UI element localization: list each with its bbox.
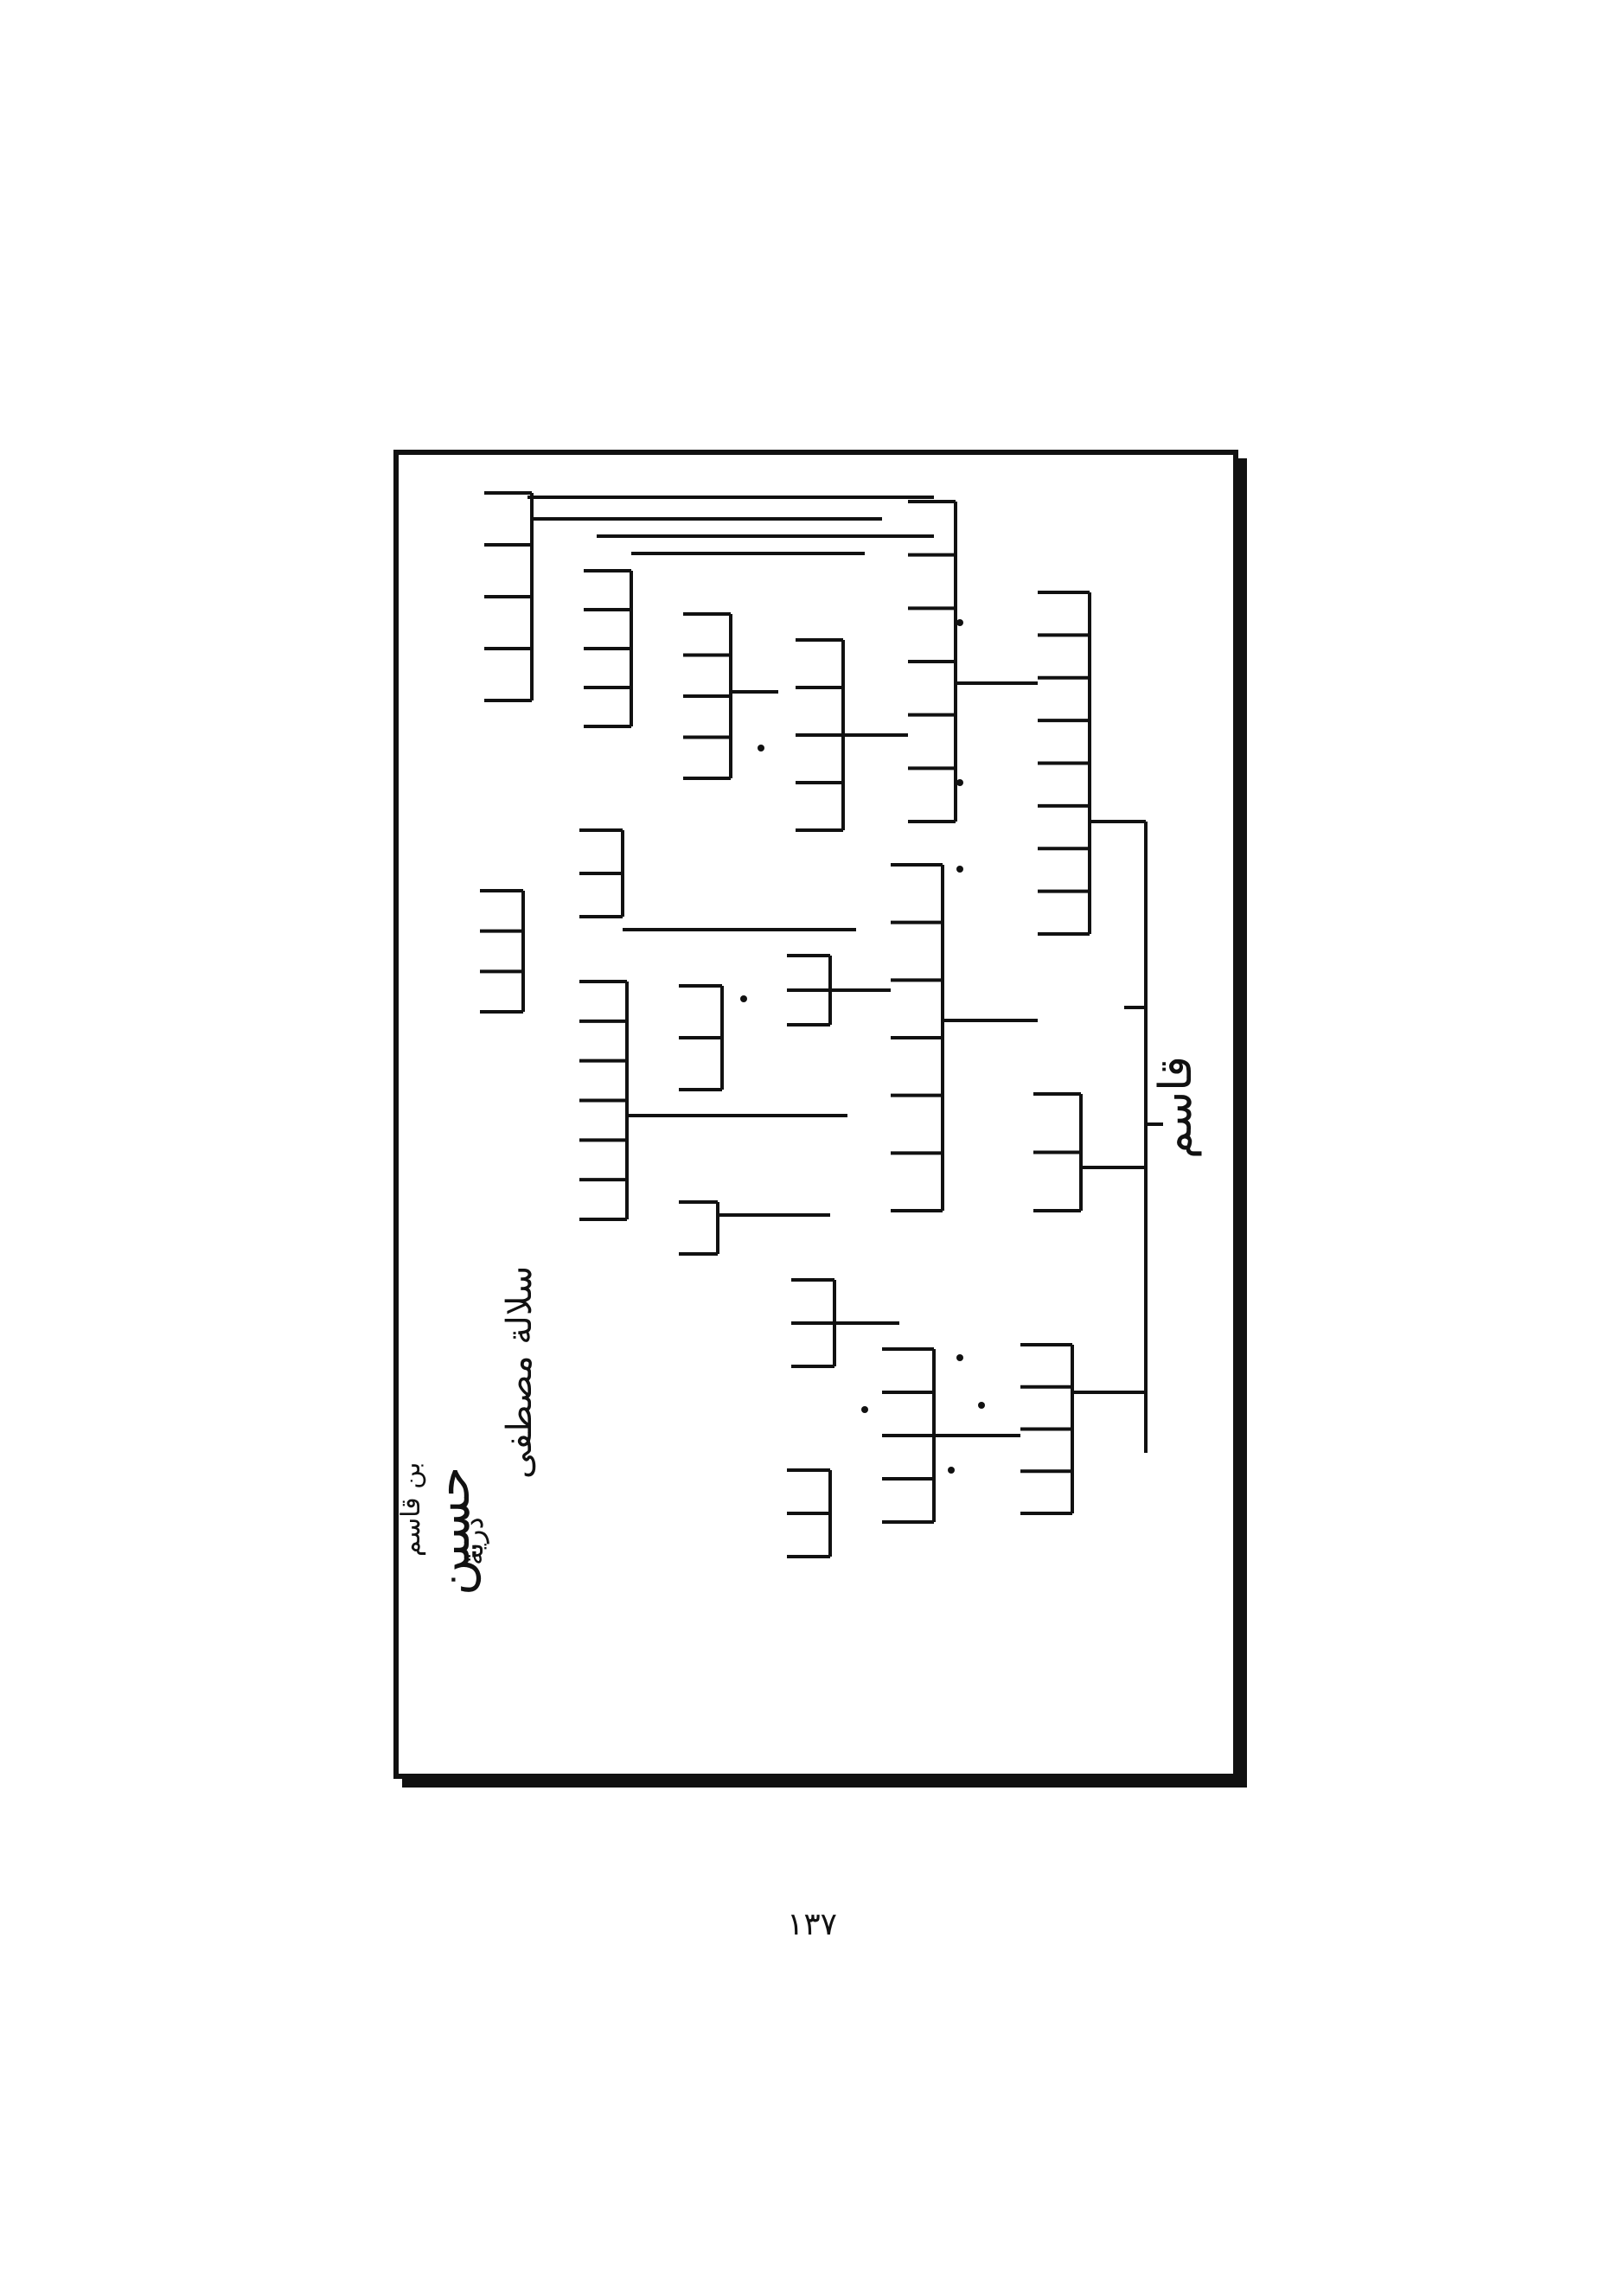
tree-marker (861, 1406, 868, 1413)
page-number: ١٣٧ (786, 1907, 837, 1942)
tree-marker (956, 866, 963, 873)
tree-marker (978, 1402, 985, 1409)
tree-marker (758, 745, 764, 751)
tree-marker (956, 779, 963, 786)
tree-marker (956, 1354, 963, 1361)
title-line-1: سلالة مصطفى (500, 1265, 540, 1479)
tree-marker (948, 1467, 955, 1474)
tree-marker (956, 619, 963, 626)
title-line-4: بن قاسم (396, 1461, 426, 1557)
title-line-3: ذرية (457, 1517, 489, 1565)
root-name: قاسم (1150, 1056, 1202, 1159)
tree-marker (740, 995, 747, 1002)
